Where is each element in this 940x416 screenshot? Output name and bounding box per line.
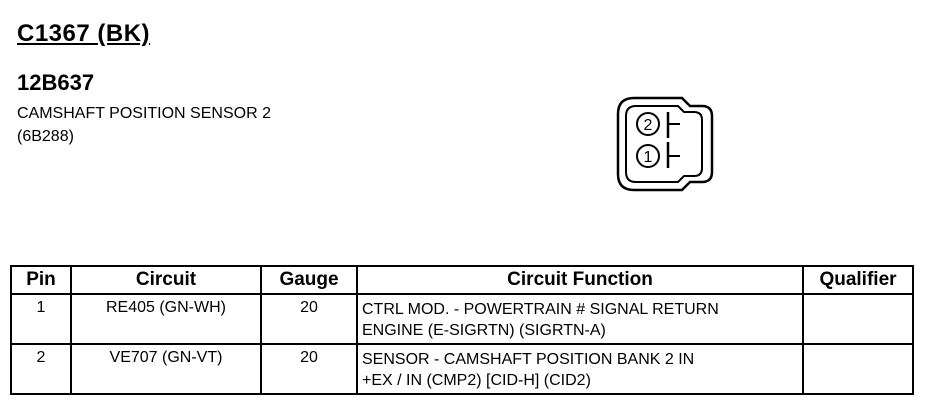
part-number: 12B637 bbox=[17, 70, 95, 95]
circuit-function-line: CTRL MOD. - POWERTRAIN # SIGNAL RETURN bbox=[362, 301, 719, 318]
header-circuit-function: Circuit Function bbox=[356, 265, 804, 295]
table-row: 2 VE707 (GN-VT) 20 SENSOR - CAMSHAFT POS… bbox=[10, 343, 914, 395]
header-gauge: Gauge bbox=[260, 265, 358, 295]
connector-id: C1367 (BK) bbox=[17, 20, 151, 47]
circuit-cell: VE707 (GN-VT) bbox=[70, 343, 262, 395]
pin-2-cavity bbox=[636, 112, 660, 136]
table-row: 1 RE405 (GN-WH) 20 CTRL MOD. - POWERTRAI… bbox=[10, 293, 914, 345]
qualifier-cell bbox=[802, 293, 914, 345]
circuit-cell: RE405 (GN-WH) bbox=[70, 293, 262, 345]
pin-cell: 2 bbox=[10, 343, 72, 395]
component-code: (6B288) bbox=[17, 128, 74, 145]
component-name: CAMSHAFT POSITION SENSOR 2 bbox=[17, 105, 271, 122]
connector-housing-outer bbox=[616, 96, 714, 192]
gauge-cell: 20 bbox=[260, 343, 358, 395]
circuit-function-cell: CTRL MOD. - POWERTRAIN # SIGNAL RETURN E… bbox=[356, 293, 804, 345]
pin-cell: 1 bbox=[10, 293, 72, 345]
pinout-table: Pin Circuit Gauge Circuit Function Quali… bbox=[10, 265, 914, 395]
pin-1-label: 1 bbox=[644, 149, 653, 166]
circuit-function-cell: SENSOR - CAMSHAFT POSITION BANK 2 IN +EX… bbox=[356, 343, 804, 395]
header-qualifier: Qualifier bbox=[802, 265, 914, 295]
connector-face-diagram: 2 1 bbox=[616, 96, 714, 192]
gauge-cell: 20 bbox=[260, 293, 358, 345]
circuit-function-line: SENSOR - CAMSHAFT POSITION BANK 2 IN bbox=[362, 351, 695, 368]
header-circuit: Circuit bbox=[70, 265, 262, 295]
header-pin: Pin bbox=[10, 265, 72, 295]
circuit-function-line: ENGINE (E-SIGRTN) (SIGRTN-A) bbox=[362, 322, 606, 339]
circuit-function-line: +EX / IN (CMP2) [CID-H] (CID2) bbox=[362, 372, 591, 389]
pin-1-cavity bbox=[636, 144, 660, 168]
qualifier-cell bbox=[802, 343, 914, 395]
table-header-row: Pin Circuit Gauge Circuit Function Quali… bbox=[10, 265, 914, 295]
pin-2-label: 2 bbox=[644, 117, 653, 134]
connector-housing-inner bbox=[625, 105, 703, 183]
